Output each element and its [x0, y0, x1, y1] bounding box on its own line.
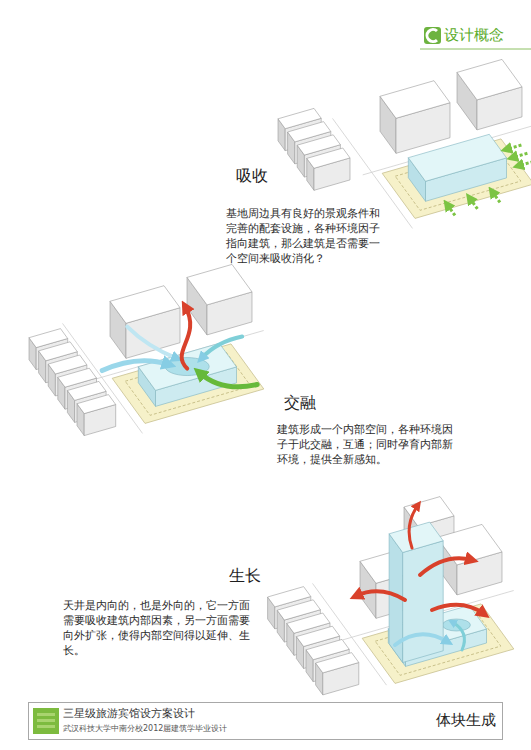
- block-top: [307, 148, 350, 168]
- blue-flow: [127, 327, 177, 359]
- page-title: 设计概念: [444, 26, 504, 45]
- project-name: 三星级旅游宾馆设方案设计: [63, 707, 195, 721]
- school-name: 武汉科技大学中南分校2012届建筑学毕业设计: [63, 724, 227, 734]
- body-text: 天井是内向的，也是外向的，它一方面需要吸收建筑内部因素，另一方面需要向外扩张，使…: [63, 598, 255, 658]
- block-top: [389, 522, 443, 552]
- green-arrow: [492, 191, 500, 202]
- body-text: 建筑形成一个内部空间，各种环境因子于此交融，互通；同时孕育内部新环境，提供全新感…: [277, 422, 458, 467]
- red-flow: [420, 558, 472, 575]
- title-icon: [424, 27, 441, 44]
- emblem-stripe: [37, 713, 55, 716]
- block-front: [403, 541, 444, 663]
- icon-square: [424, 27, 441, 44]
- emblem-stripe: [37, 719, 55, 722]
- section-heading: 生长: [229, 566, 261, 586]
- blue-flow: [102, 361, 169, 371]
- block-top: [380, 81, 450, 119]
- block-top: [408, 134, 506, 181]
- diagram-absorb: [278, 59, 531, 228]
- green-arrow: [470, 198, 478, 209]
- title-rule: [420, 49, 531, 50]
- section-heading: 交融: [284, 393, 316, 413]
- green-arrow: [447, 204, 455, 215]
- green-arrow: [512, 153, 527, 157]
- blue-flow: [395, 634, 448, 645]
- block-top: [316, 653, 359, 673]
- red-flow: [432, 605, 484, 614]
- footer-band: 三星级旅游宾馆设方案设计武汉科技大学中南分校2012届建筑学毕业设计 体块生成: [28, 702, 503, 740]
- red-flow: [356, 591, 405, 600]
- icon-c: [427, 30, 437, 42]
- teal-flow: [201, 337, 242, 359]
- footer-emblem: [33, 708, 59, 734]
- body-text: 基地周边具有良好的景观条件和完善的配套设施，各种环境因子指向建筑，那么建筑是否需…: [226, 206, 386, 266]
- red-flow: [409, 505, 418, 548]
- diagram-grow: [268, 497, 514, 695]
- diagram-merge: [29, 264, 264, 435]
- green-flow: [199, 373, 257, 387]
- page-section: 体块生成: [436, 711, 496, 730]
- green-arrow: [506, 145, 521, 149]
- block-top: [187, 264, 252, 305]
- green-arrow: [518, 162, 531, 166]
- emblem-square: [33, 708, 59, 734]
- block-top: [77, 395, 116, 414]
- block-top: [110, 286, 180, 324]
- red-flow: [182, 307, 191, 369]
- section-heading: 吸收: [236, 166, 268, 186]
- block-top: [457, 59, 522, 100]
- teal-flow: [452, 622, 464, 650]
- emblem-stripe: [37, 725, 55, 728]
